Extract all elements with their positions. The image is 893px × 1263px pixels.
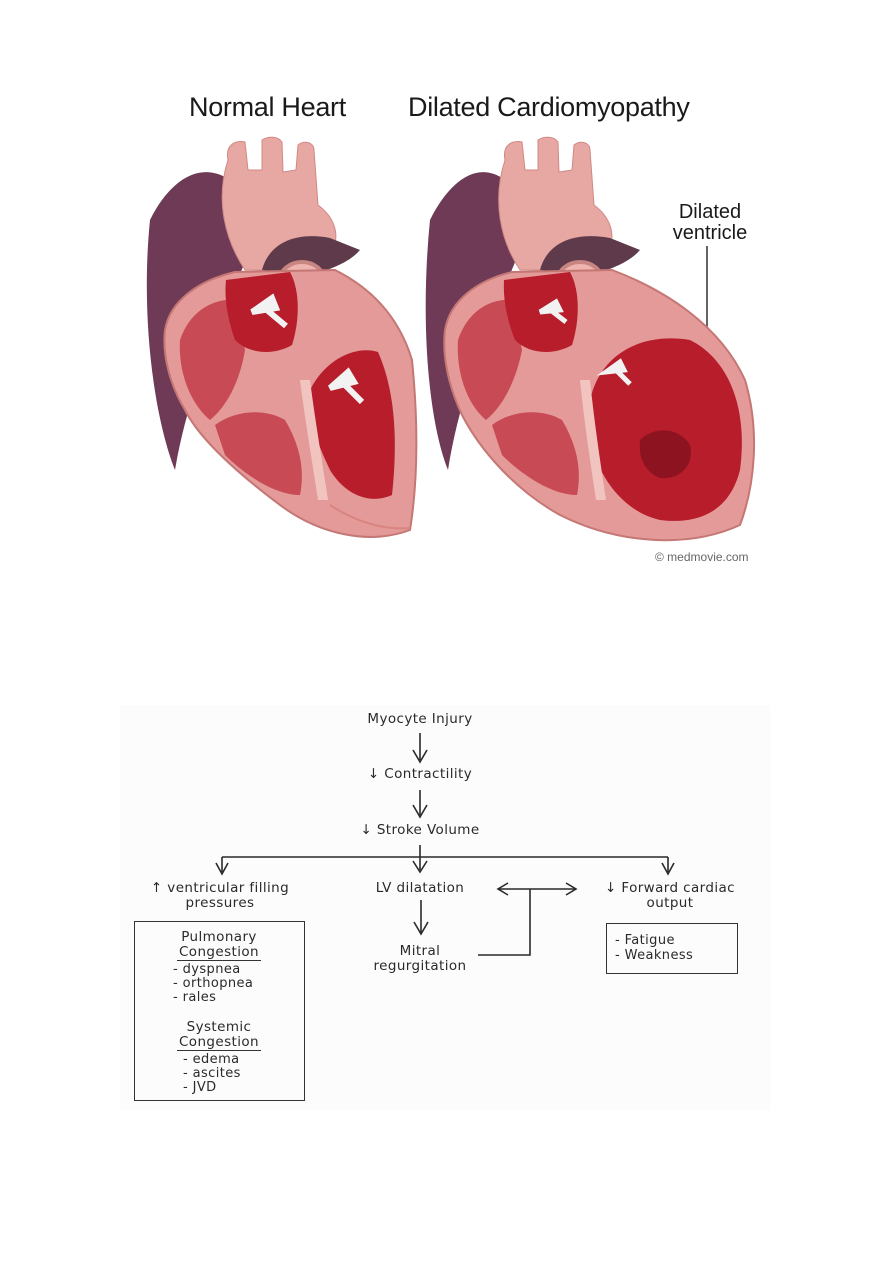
systemic-congestion-title: Systemic Congestion (176, 1019, 261, 1051)
systemic-item-edema: - edema (183, 1052, 240, 1067)
normal-heart-title: Normal Heart (189, 92, 346, 122)
pulmonary-congestion-title: Pulmonary Congestion (176, 929, 261, 961)
pulmonary-item-rales: - rales (173, 990, 217, 1005)
node-lv-dilatation: LV dilatation (375, 880, 465, 896)
node-forward-output: ↓ Forward cardiac output (575, 881, 765, 911)
symptom-weakness: - Weakness (615, 948, 694, 963)
heart-illustration (146, 136, 756, 542)
forward-output-line1: ↓ Forward cardiac (604, 880, 735, 896)
dilated-heart-image (425, 136, 756, 542)
arrowhead (412, 749, 428, 764)
pulmonary-item-orthopnea: - orthopnea (173, 976, 254, 991)
filling-pressures-line2: pressures (185, 895, 255, 911)
arrowhead-center (412, 860, 428, 874)
systemic-item-ascites: - ascites (183, 1066, 241, 1081)
pulmonary-item-dyspnea: - dyspnea (173, 962, 241, 977)
node-contractility: ↓ Contractility (367, 766, 473, 782)
dilated-ventricle-callout: Dilated ventricle (672, 201, 748, 244)
node-myocyte-injury: Myocyte Injury (367, 711, 473, 727)
arrowhead-left (215, 862, 229, 876)
arrowhead-right (661, 862, 675, 876)
normal-heart-image (146, 136, 418, 538)
filling-pressures-line1: ↑ ventricular filling (150, 880, 290, 896)
congestion-box: Pulmonary Congestion - dyspnea - orthopn… (134, 921, 305, 1101)
forward-output-line2: output (646, 895, 694, 911)
symptom-fatigue: - Fatigue (615, 933, 675, 948)
systemic-item-jvd: - JVD (183, 1080, 217, 1095)
mitral-line2: regurgitation (373, 958, 467, 974)
dilated-cardiomyopathy-title: Dilated Cardiomyopathy (408, 92, 690, 122)
node-filling-pressures: ↑ ventricular filling pressures (120, 881, 320, 911)
node-mitral-regurgitation: Mitral regurgitation (350, 944, 490, 974)
output-symptoms-box: - Fatigue - Weakness (606, 923, 738, 974)
mitral-line1: Mitral (399, 943, 441, 959)
arrowhead (412, 804, 428, 819)
mitral-feedback-line (478, 889, 531, 956)
flowchart-panel (120, 705, 770, 1110)
medmovie-credit: © medmovie.com (655, 550, 749, 564)
node-stroke-volume: ↓ Stroke Volume (360, 822, 480, 838)
